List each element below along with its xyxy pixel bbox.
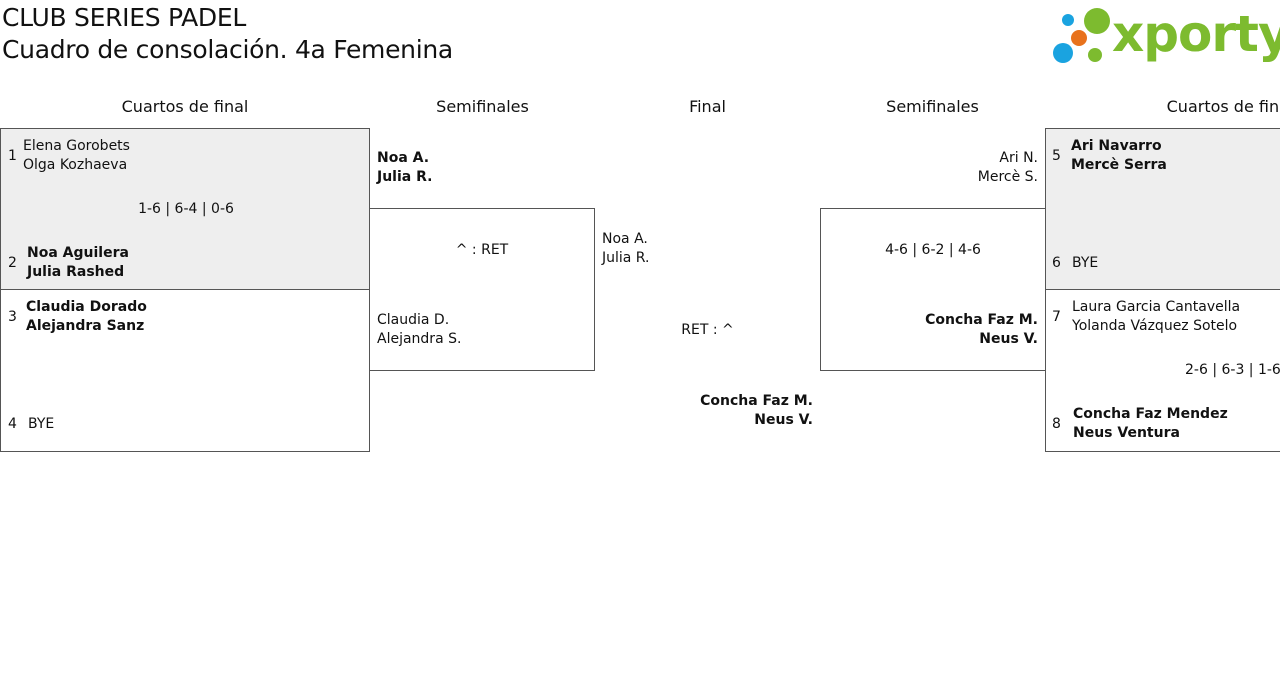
seed-number: 7 xyxy=(1052,309,1061,325)
logo-text: xporty xyxy=(1112,5,1280,63)
player-name: Alejandra S. xyxy=(377,331,462,347)
player-name: Noa A. xyxy=(602,231,648,247)
right-sf-team-top: Ari N. Mercè S. xyxy=(820,149,1038,187)
match-score: 2-6 | 6-3 | 1-6 xyxy=(1185,362,1280,378)
xporty-logo: xporty xyxy=(1050,4,1280,68)
match-score: 4-6 | 6-2 | 4-6 xyxy=(885,242,981,258)
player-name: Julia R. xyxy=(377,169,433,185)
right-qf-match-1: 5 Ari Navarro Mercè Serra 6 BYE xyxy=(1045,128,1280,290)
player-name: Concha Faz Mendez xyxy=(1073,406,1228,422)
seed-number: 8 xyxy=(1052,416,1061,432)
player-name: Ari Navarro xyxy=(1071,138,1162,154)
player-name: Concha Faz M. xyxy=(925,312,1038,328)
round-header-qf-right: Cuartos de final xyxy=(1166,97,1280,116)
left-sf-team-top: Noa A. Julia R. xyxy=(377,149,432,187)
player-name: Mercè S. xyxy=(977,169,1038,185)
match-score: ^ : RET xyxy=(455,242,509,258)
player-name: Yolanda Vázquez Sotelo xyxy=(1072,318,1238,334)
player-name: Concha Faz M. xyxy=(700,393,813,409)
player-name: Claudia D. xyxy=(377,312,450,328)
team-pair: BYE xyxy=(28,415,54,434)
player-name: Alejandra Sanz xyxy=(26,318,145,334)
team-pair: Noa Aguilera Julia Rashed xyxy=(27,244,129,282)
player-name: Neus V. xyxy=(979,331,1038,347)
right-qf-match-2: 7 Laura Garcia Cantavella Yolanda Vázque… xyxy=(1045,289,1280,452)
left-sf-team-bottom: Claudia D. Alejandra S. xyxy=(377,311,461,349)
seed-number: 3 xyxy=(8,309,17,325)
round-header-sf-right: Semifinales xyxy=(886,97,979,116)
left-sf-match: ^ : RET Claudia D. Alejandra S. xyxy=(369,208,595,371)
seed-number: 6 xyxy=(1052,255,1061,271)
seed-number: 2 xyxy=(8,255,17,271)
final-score: RET : ^ xyxy=(681,322,734,338)
round-header-qf-left: Cuartos de final xyxy=(121,97,249,116)
page-title: CLUB SERIES PADEL xyxy=(2,3,247,32)
team-pair: Claudia Dorado Alejandra Sanz xyxy=(26,298,147,336)
final-team-left: Noa A. Julia R. xyxy=(602,230,650,268)
logo-dots-icon xyxy=(1053,8,1110,63)
round-header-sf-left: Semifinales xyxy=(436,97,529,116)
left-qf-match-1: 1 Elena Gorobets Olga Kozhaeva 1-6 | 6-4… xyxy=(0,128,370,290)
player-name: Julia Rashed xyxy=(27,264,125,280)
player-name: Neus Ventura xyxy=(1073,425,1180,441)
player-name: Julia R. xyxy=(602,250,650,266)
seed-number: 4 xyxy=(8,416,17,432)
player-name: Olga Kozhaeva xyxy=(23,157,128,173)
right-sf-team-bottom: Concha Faz M. Neus V. xyxy=(821,311,1038,349)
player-name: Elena Gorobets xyxy=(23,138,130,154)
round-header-final: Final xyxy=(689,97,726,116)
seed-number: 5 xyxy=(1052,148,1061,164)
seed-number: 1 xyxy=(8,148,17,164)
player-name: Mercè Serra xyxy=(1071,157,1167,173)
left-qf-match-2: 3 Claudia Dorado Alejandra Sanz 4 BYE xyxy=(0,289,370,452)
team-pair: Elena Gorobets Olga Kozhaeva xyxy=(23,137,130,175)
page-subtitle: Cuadro de consolación. 4a Femenina xyxy=(2,35,453,64)
team-pair: Ari Navarro Mercè Serra xyxy=(1071,137,1167,175)
team-pair: Laura Garcia Cantavella Yolanda Vázquez … xyxy=(1072,298,1240,336)
player-name: Noa A. xyxy=(377,150,430,166)
right-sf-match: 4-6 | 6-2 | 4-6 Concha Faz M. Neus V. xyxy=(820,208,1046,371)
player-name: Laura Garcia Cantavella xyxy=(1072,299,1241,315)
player-name: Claudia Dorado xyxy=(26,299,147,315)
final-team-right: Concha Faz M. Neus V. xyxy=(595,392,813,430)
player-name: BYE xyxy=(28,416,55,432)
player-name: Ari N. xyxy=(999,150,1038,166)
player-name: Noa Aguilera xyxy=(27,245,129,261)
player-name: Neus V. xyxy=(754,412,813,428)
team-pair: BYE xyxy=(1072,254,1098,273)
match-score: 1-6 | 6-4 | 0-6 xyxy=(138,201,234,217)
team-pair: Concha Faz Mendez Neus Ventura xyxy=(1073,405,1228,443)
player-name: BYE xyxy=(1072,255,1099,271)
